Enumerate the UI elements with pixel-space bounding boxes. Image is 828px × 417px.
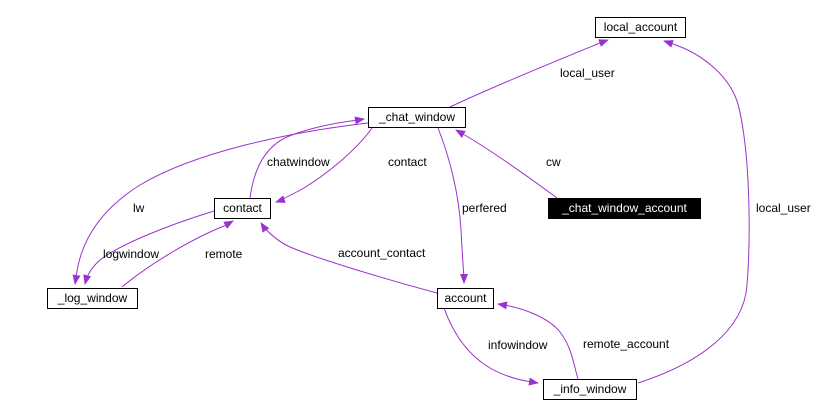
- edge-contact-member: [275, 127, 373, 203]
- edge-label-perfered: perfered: [462, 201, 507, 215]
- edge-infowindow: [443, 307, 539, 386]
- edge-label-cw: cw: [546, 155, 561, 169]
- edge-cw: [455, 129, 558, 199]
- node-chat-window[interactable]: _chat_window: [368, 107, 466, 128]
- edge-label-contact: contact: [388, 155, 427, 169]
- edge-perfered: [437, 127, 468, 284]
- edge-remote: [121, 220, 234, 288]
- edge-label-account-contact: account_contact: [338, 246, 426, 260]
- edge-label-chatwindow: chatwindow: [267, 155, 330, 169]
- edge-label-logwindow: logwindow: [103, 247, 160, 261]
- node-info-window[interactable]: _info_window: [543, 379, 637, 400]
- edge-label-remote: remote: [205, 247, 243, 261]
- node-account[interactable]: account: [437, 288, 494, 309]
- edge-label-remote-account: remote_account: [583, 337, 670, 351]
- edge-label-local-user-info: local_user: [756, 201, 811, 215]
- edge-label-infowindow: infowindow: [488, 338, 548, 352]
- edge-lw: [83, 210, 215, 285]
- edge-label-local-user-chat: local_user: [560, 66, 615, 80]
- edge-local-user-info: [637, 40, 750, 384]
- edge-label-lw: lw: [133, 201, 145, 215]
- node-local-account[interactable]: local_account: [595, 17, 686, 38]
- node-log-window[interactable]: _log_window: [47, 288, 138, 309]
- edge-local-user-chat: [449, 39, 609, 108]
- node-contact[interactable]: contact: [214, 198, 271, 219]
- node-chat-window-account: _chat_window_account: [548, 198, 701, 219]
- edge-remote-account: [497, 301, 579, 380]
- edge-account-contact: [260, 222, 438, 294]
- edge-logwindow: [72, 122, 369, 285]
